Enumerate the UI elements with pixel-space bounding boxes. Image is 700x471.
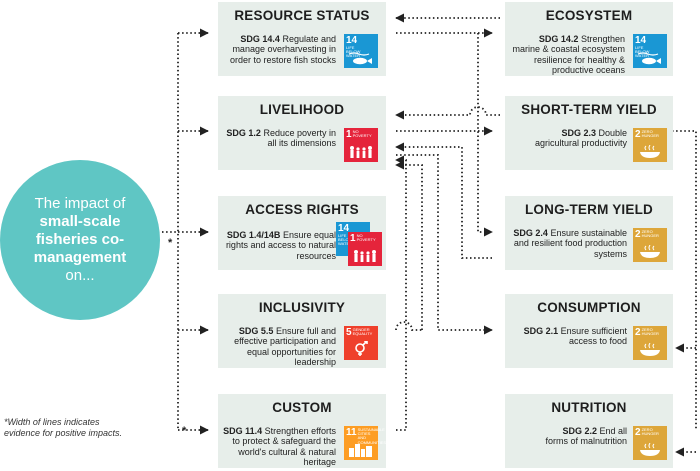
hub-line-1: The impact of [34, 195, 126, 212]
hub-line-4: on... [65, 267, 95, 284]
link-inclusivity-livelihood-hop [395, 321, 422, 331]
sdg-2-icon: 2ZERO HUNGER [633, 326, 667, 360]
hub-line-2: small-scale [39, 213, 121, 230]
box-resource-status: RESOURCE STATUS SDG 14.4 Regulate and ma… [218, 2, 386, 76]
box-title: ECOSYSTEM [545, 8, 633, 23]
box-title: CONSUMPTION [537, 300, 641, 315]
box-description: SDG 1.4/14B Ensure equal rights and acce… [225, 230, 336, 261]
box-title: NUTRITION [551, 400, 627, 415]
sdg-1-icon: 1NO POVERTY [348, 232, 382, 266]
box-title: SHORT-TERM YIELD [521, 102, 657, 117]
box-nutrition: NUTRITION SDG 2.2 End all forms of malnu… [505, 394, 673, 468]
link-resource-status-long-term-yield [477, 33, 493, 237]
box-inclusivity: INCLUSIVITY SDG 5.5 Ensure full and effe… [218, 294, 386, 368]
asterisk-mark: * [168, 237, 173, 249]
box-title: LONG-TERM YIELD [524, 202, 653, 217]
box-description: SDG 14.2 Strengthen marine & coastal eco… [512, 34, 625, 76]
box-description: SDG 1.2 Reduce poverty in all its dimens… [226, 128, 336, 149]
impact-hub-circle: The impact of small-scale fisheries co-m… [0, 160, 160, 320]
box-description: SDG 2.3 Double agricultural productivity [534, 128, 627, 149]
link-livelihood-consumption [396, 154, 493, 335]
link-consumption-livelihood [395, 160, 423, 330]
link-custom-livelihood [395, 155, 407, 431]
sdg-5-icon: 5GENDER EQUALITY [344, 326, 378, 360]
box-long-term-yield: LONG-TERM YIELD SDG 2.4 Ensure sustainab… [505, 196, 673, 270]
box-description: SDG 11.4 Strengthen efforts to protect &… [223, 426, 336, 468]
sdg-2-icon: 2ZERO HUNGER [633, 426, 667, 460]
sdg-2-icon: 2ZERO HUNGER [633, 128, 667, 162]
hub-line-3: fisheries co-management [33, 231, 127, 266]
box-short-term-yield: SHORT-TERM YIELD SDG 2.3 Double agricult… [505, 96, 673, 170]
sdg-2-icon: 2ZERO HUNGER [633, 228, 667, 262]
box-ecosystem: ECOSYSTEM SDG 14.2 Strengthen marine & c… [505, 2, 673, 76]
box-access-rights: ACCESS RIGHTS SDG 1.4/14B Ensure equal r… [218, 196, 386, 270]
box-title: RESOURCE STATUS [234, 8, 370, 23]
asterisk-mark-bottom: * [182, 425, 187, 437]
box-custom: CUSTOM SDG 11.4 Strengthen efforts to pr… [218, 394, 386, 468]
footnote-text: *Width of lines indicates evidence for p… [4, 417, 123, 439]
link-short-term-yield-livelihood [395, 106, 500, 120]
box-description: SDG 2.2 End all forms of malnutrition [545, 426, 627, 447]
link-short-term-yield-right [672, 130, 697, 430]
sdg-1-icon: 1NO POVERTY [344, 128, 378, 162]
box-title: LIVELIHOOD [259, 102, 345, 117]
box-title: CUSTOM [272, 400, 332, 415]
box-description: SDG 14.4 Regulate and manage overharvest… [229, 34, 336, 65]
box-consumption: CONSUMPTION SDG 2.1 Ensure sufficient ac… [505, 294, 673, 368]
box-title: ACCESS RIGHTS [245, 202, 359, 217]
box-livelihood: LIVELIHOOD SDG 1.2 Reduce poverty in all… [218, 96, 386, 170]
sdg-14-icon: 14LIFE BELOW WATER [344, 34, 378, 68]
sdg-14-icon: 14LIFE BELOW WATER [633, 34, 667, 68]
box-description: SDG 2.1 Ensure sufficient access to food [523, 326, 627, 347]
box-title: INCLUSIVITY [258, 300, 346, 315]
sdg-11-icon: 11SUSTAINABLE CITIES AND COMMUNITIES [344, 426, 386, 460]
box-description: SDG 5.5 Ensure full and effective partic… [234, 326, 336, 368]
box-description: SDG 2.4 Ensure sustainable and resilient… [513, 228, 627, 259]
